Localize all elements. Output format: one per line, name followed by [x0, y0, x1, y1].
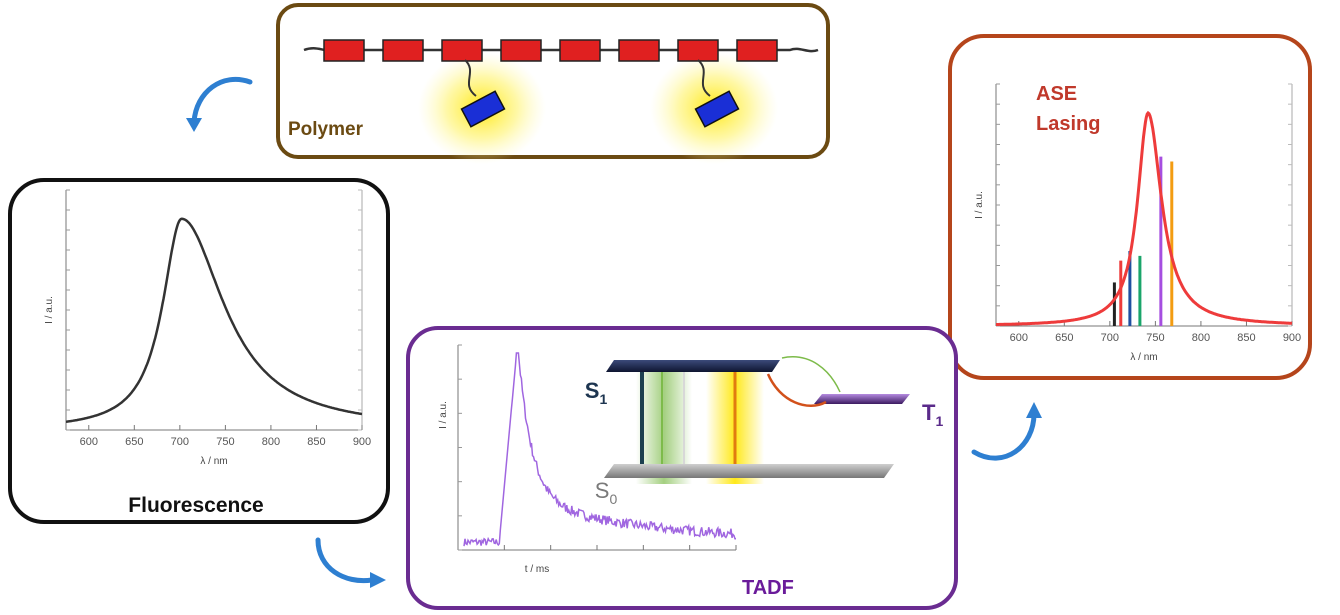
fluorescence-x-tick-label: 850 [307, 436, 325, 448]
backbone-units [323, 39, 778, 62]
fluorescence-x-tick-label: 650 [125, 436, 143, 448]
ase-x-tick-label: 850 [1237, 332, 1255, 344]
fluorescence-x-tick-label: 700 [171, 436, 189, 448]
ase-x-tick-label: 650 [1055, 332, 1073, 344]
backbone-unit [441, 39, 483, 62]
fluorescence-panel: 600 650 700 750 800 850 900 λ / nm I / a.u. Fluo… [8, 178, 390, 524]
ase-chart: 600 650 700 750 800 850 900 λ / nm I / a.u. [974, 83, 1301, 363]
backbone-unit [382, 39, 424, 62]
fluorescence-x-tick-label: 750 [216, 436, 234, 448]
ase-frame [948, 34, 1312, 380]
backbone-unit [618, 39, 660, 62]
s0-level [604, 464, 894, 478]
ase-label-line1: ASE [1036, 83, 1077, 105]
ase-x-tick-label: 600 [1010, 332, 1028, 344]
pendant-linker-2 [697, 59, 711, 97]
s0-label: S0 [595, 478, 618, 507]
ase-x-axis-label: λ / nm [1130, 352, 1157, 363]
cycle-arrowhead-top-left [186, 118, 202, 132]
fluorescence-x-tick-label: 900 [353, 436, 371, 448]
tadf-x-axis-label: t / ms [525, 564, 549, 575]
fluorescence-frame [8, 178, 390, 524]
pendant-emitter-1 [460, 90, 506, 128]
tadf-label: TADF [742, 577, 794, 599]
backbone-unit [500, 39, 542, 62]
cycle-arrow-bottom-left [315, 537, 375, 584]
fluorescence-x-tick-label: 800 [262, 436, 280, 448]
fluorescence-x-tick-label: 600 [80, 436, 98, 448]
jablonski-diagram: S1 S0 T1 [585, 356, 943, 507]
fluorescence-chart: 600 650 700 750 800 850 900 λ / nm I / a.u. [44, 189, 371, 467]
tadf-decay-line [463, 352, 736, 547]
backbone-unit [736, 39, 778, 62]
ase-label-line2: Lasing [1036, 113, 1100, 135]
pendant-emitter-2 [694, 90, 740, 128]
cycle-arrowhead-right [1026, 402, 1042, 418]
pendant-linker-1 [464, 59, 477, 97]
ase-x-tick-label: 800 [1192, 332, 1210, 344]
tadf-y-axis-label: I / a.u. [438, 401, 449, 429]
ase-x-tick-label: 700 [1101, 332, 1119, 344]
cycle-arrowhead-bottom-left [370, 572, 386, 588]
cycle-arrows [186, 76, 1042, 588]
backbone-unit [559, 39, 601, 62]
isc-arrow [766, 373, 827, 407]
fluorescence-label: Fluorescence [128, 494, 263, 517]
cycle-arrow-top-left [191, 76, 253, 125]
t1-level [814, 394, 910, 404]
fluorescence-y-axis-label: I / a.u. [44, 296, 55, 324]
fluorescence-x-axis-label: λ / nm [200, 456, 227, 467]
ase-x-tick-label: 900 [1283, 332, 1301, 344]
cycle-arrow-right [971, 411, 1037, 461]
ase-y-axis-label: I / a.u. [974, 191, 985, 219]
risc-arrow [781, 356, 841, 393]
ase-spectrum-line [996, 110, 1293, 326]
polymer-label: Polymer [288, 119, 364, 140]
backbone-unit [677, 39, 719, 62]
tadf-decay-chart: t / ms I / a.u. [438, 344, 737, 575]
fluorescence-spectrum-line [65, 217, 363, 424]
s1-level [606, 360, 780, 372]
polymer-panel: Polymer [276, 3, 830, 164]
ase-x-tick-label: 750 [1146, 332, 1164, 344]
backbone-unit [323, 39, 365, 62]
t1-label: T1 [922, 400, 943, 429]
s1-label: S1 [585, 378, 608, 407]
tadf-panel: t / ms I / a.u. S1 S0 T1 TADF [406, 326, 958, 610]
